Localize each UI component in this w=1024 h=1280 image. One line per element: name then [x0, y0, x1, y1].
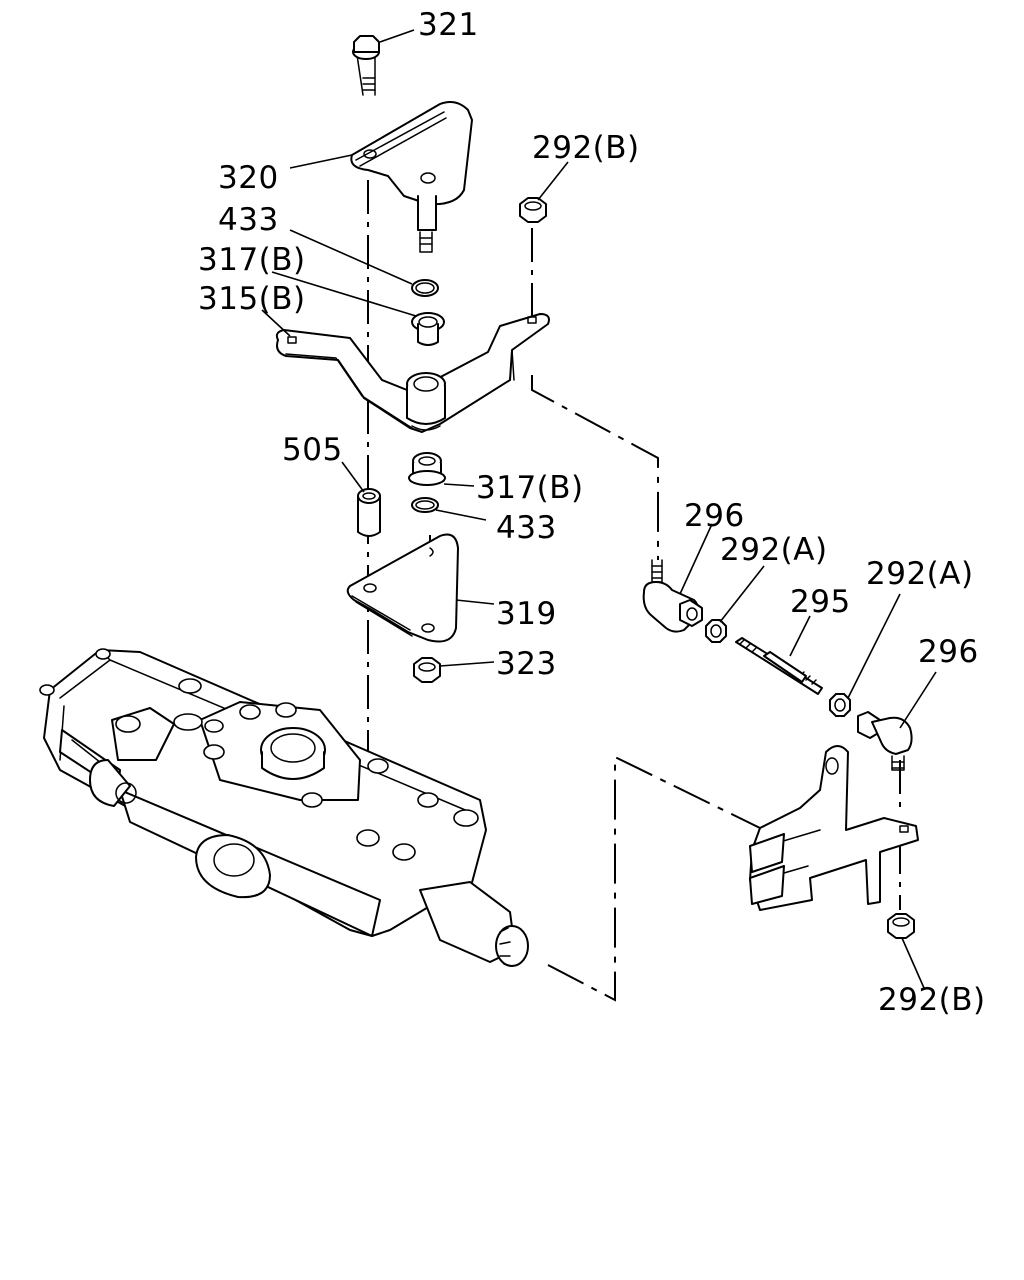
bushing-317b-mid	[408, 452, 446, 486]
nut-292b-bottom	[887, 913, 915, 939]
label-323: 323	[496, 646, 557, 682]
label-296-right: 296	[918, 634, 979, 670]
label-292b-top: 292(B)	[532, 130, 640, 166]
bolt-321	[352, 35, 380, 96]
label-320: 320	[218, 160, 279, 196]
label-317b-top: 317(B)	[198, 242, 306, 278]
spacer-505	[357, 488, 381, 537]
gearbox-bolts	[39, 648, 479, 861]
bracket-320	[350, 101, 473, 253]
rod-295	[735, 637, 823, 695]
steering-gearbox	[39, 648, 529, 967]
washer-433-top	[411, 279, 439, 297]
ball-joint-296-left	[642, 559, 703, 633]
nut-292a-left	[705, 619, 727, 643]
label-317b-mid: 317(B)	[476, 470, 584, 506]
label-292b-bottom: 292(B)	[878, 982, 986, 1018]
ball-joint-296-right	[857, 711, 913, 771]
nut-292b-top	[519, 197, 547, 223]
arm-315b	[275, 313, 550, 433]
washer-433-mid	[411, 497, 439, 513]
label-433-top: 433	[218, 202, 279, 238]
label-296-left: 296	[684, 498, 745, 534]
label-505: 505	[282, 432, 343, 468]
label-315b: 315(B)	[198, 281, 306, 317]
plate-319	[346, 533, 459, 643]
leader-lines	[261, 29, 937, 989]
label-433-mid: 433	[496, 510, 557, 546]
label-295: 295	[790, 584, 851, 620]
label-321: 321	[418, 7, 479, 43]
label-292a-left: 292(A)	[720, 532, 828, 568]
nut-323	[413, 657, 441, 683]
label-292a-right: 292(A)	[866, 556, 974, 592]
part-labels: 321 320 433 317(B) 315(B) 292(B) 505 317…	[198, 7, 986, 1018]
bushing-317b-top	[411, 312, 445, 346]
nut-292a-right	[829, 693, 851, 717]
mount-bracket	[749, 745, 919, 911]
label-319: 319	[496, 596, 557, 632]
